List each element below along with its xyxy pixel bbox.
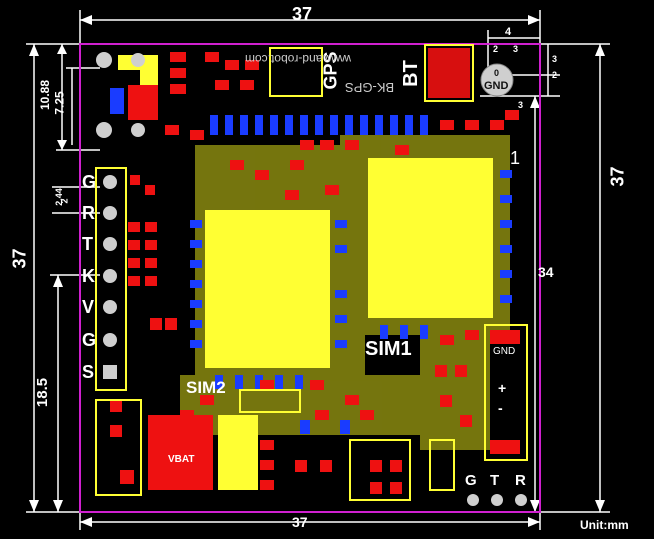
pin-label-k: K <box>82 266 95 286</box>
left-header-holes <box>103 175 117 347</box>
right-small-b-label: 2 <box>552 70 558 80</box>
battery-connector-outline <box>95 399 142 496</box>
left-dim-b-label: 7.25 <box>52 91 67 115</box>
right-height-label: 37 <box>607 166 628 187</box>
inner-right-height-label: 34 <box>538 264 554 280</box>
left-header-outline <box>95 167 127 391</box>
pin-label-g2: G <box>82 330 97 350</box>
right-small-a-label: 3 <box>552 54 558 64</box>
gps-outline <box>269 47 323 97</box>
bottom-pin-label-g: G <box>465 472 477 489</box>
bottom-ic-outline <box>349 439 411 501</box>
right-connector-outline <box>484 324 528 461</box>
gnd-mount-hole <box>480 63 514 97</box>
model-silk: BK-GPS <box>345 80 395 95</box>
pin-label-t: T <box>82 234 93 254</box>
top-width-label: 37 <box>292 4 313 24</box>
gnd-hole-label: GND <box>484 80 509 92</box>
website-silk: www.and-robot.com <box>245 52 352 66</box>
bottom-pin-holes <box>467 494 527 506</box>
pin1-marker: 1 <box>510 148 521 168</box>
sim2-label: SIM2 <box>186 378 226 397</box>
mount-holes-left <box>96 52 145 138</box>
battery-pad <box>148 415 213 490</box>
bt-outline <box>424 44 474 102</box>
top-small-b-label: 3 <box>513 44 519 54</box>
bottom-pin-label-r: R <box>515 472 526 489</box>
top-small-a-label: 2 <box>493 44 499 54</box>
right-plus-label: + <box>498 380 507 396</box>
left-dim-d-label: 2 <box>59 198 70 204</box>
passive-pads <box>110 52 520 494</box>
sim2-module <box>205 210 330 368</box>
bottom-connector-outline <box>429 439 455 491</box>
regulator-pad <box>128 85 158 120</box>
left-dim-a-label: 10.88 <box>38 79 53 111</box>
bottom-pin-label-t: T <box>490 472 500 489</box>
connector-blue-pad <box>110 88 124 114</box>
module-pins <box>190 115 512 434</box>
sim1-label: SIM1 <box>365 338 412 360</box>
top-offset-label: 4 <box>505 26 512 38</box>
unit-label: Unit:mm <box>580 518 629 532</box>
board-outline <box>79 43 541 513</box>
left-height-label: 37 <box>9 248 30 269</box>
battery-terminal <box>218 415 258 490</box>
right-small-c-label: 3 <box>518 100 524 110</box>
sim1-module <box>368 158 493 318</box>
gnd-hole-top-label: 0 <box>494 68 500 78</box>
left-bottom-dim-label: 18.5 <box>34 377 52 408</box>
pin-label-v: V <box>82 297 95 317</box>
vbat-label: VBAT <box>168 454 195 465</box>
dimension-arrows <box>29 15 605 527</box>
bottom-width-label: 37 <box>292 514 308 530</box>
right-gnd-label: GND <box>493 346 516 357</box>
left-header-square-hole <box>103 365 117 379</box>
bt-label: BT <box>399 60 422 87</box>
sim2-label-box <box>239 389 301 413</box>
pin-label-g1: G <box>82 172 97 192</box>
pin-label-r: R <box>82 203 95 223</box>
right-minus-label: - <box>498 400 503 416</box>
pin-label-s: S <box>82 362 95 382</box>
bt-chip <box>428 48 470 98</box>
